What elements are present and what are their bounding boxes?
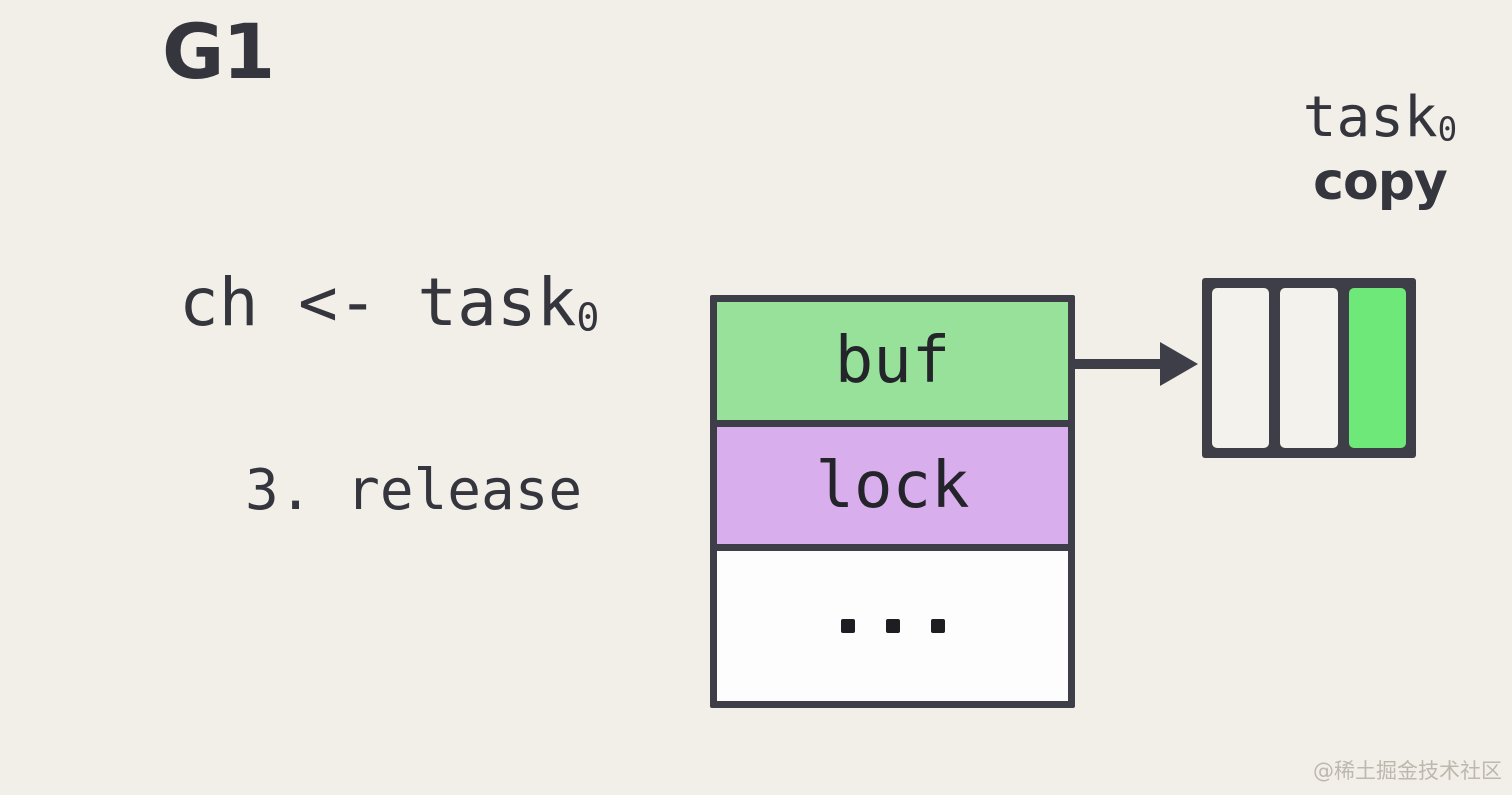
step-label: 3. release [245,458,583,523]
task-copy-label: task0 copy [1278,90,1482,213]
struct-field-ellipsis [717,544,1068,701]
ring-buffer [1202,278,1416,458]
buffer-slot-empty [1280,288,1338,448]
channel-struct-box: buf lock [710,295,1075,708]
goroutine-title: G1 [162,7,275,96]
struct-field-buf: buf [717,302,1068,420]
task-word: task [1302,85,1438,150]
task-copy-word: task0 [1278,90,1482,146]
struct-field-lock-label: lock [815,448,970,523]
dot [840,619,855,633]
task-word-subscript: 0 [1437,110,1458,149]
dot [885,619,900,633]
struct-field-lock: lock [717,420,1068,544]
dot [930,619,945,633]
watermark: @稀土掘金技术社区 [1313,759,1502,783]
code-subscript: 0 [576,295,600,341]
channel-send-code: ch <- task0 [20,204,599,404]
task-copy-caption: copy [1313,152,1448,213]
struct-field-buf-label: buf [834,324,951,398]
ellipsis-dots-icon [840,619,945,633]
buf-pointer-arrow-head-icon [1160,342,1198,386]
buffer-slot-empty [1212,288,1270,448]
code-text: ch <- task [178,264,577,341]
buffer-slot-filled [1348,288,1406,448]
buf-pointer-arrow-line [1071,359,1165,369]
